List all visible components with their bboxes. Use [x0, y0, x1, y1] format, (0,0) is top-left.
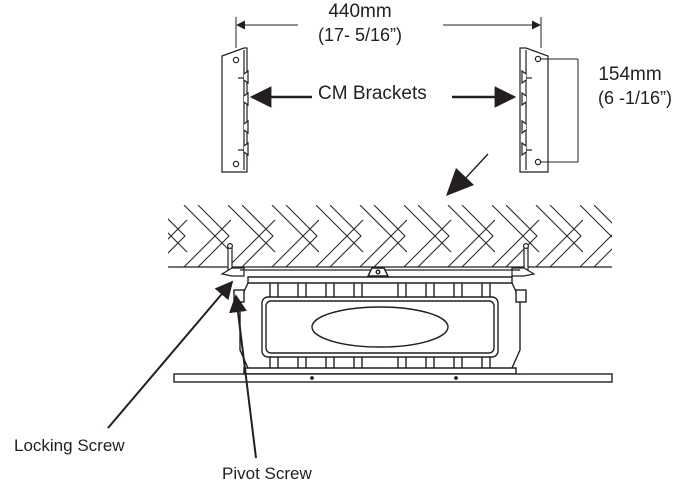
right-cm-bracket	[519, 47, 549, 173]
width-dimension	[235, 17, 542, 48]
width-inch-label: (17- 5/16”)	[317, 25, 403, 45]
install-direction-arrow	[446, 153, 489, 196]
height-inch-label: (6 -1/16”)	[597, 88, 673, 108]
locking-screw-label: Locking Screw	[14, 436, 125, 455]
ceiling-hatch	[140, 196, 164, 262]
leader-lines	[107, 280, 257, 459]
left-cm-bracket	[221, 47, 249, 173]
height-mm-label: 154mm	[598, 64, 662, 85]
pivot-screw-label: Pivot Screw	[222, 464, 312, 483]
height-dimension	[541, 58, 579, 163]
cm-brackets-label: CM Brackets	[318, 83, 427, 104]
speaker-housing	[173, 267, 613, 383]
width-mm-label: 440mm	[328, 1, 392, 22]
